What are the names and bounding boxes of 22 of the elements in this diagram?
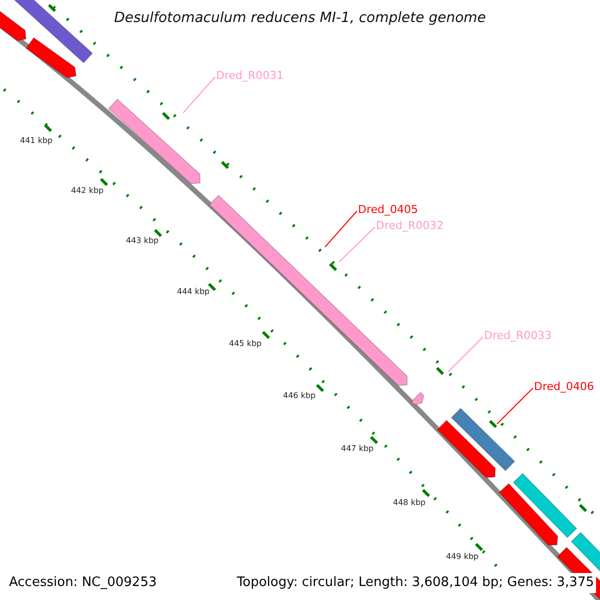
- tick-label: 443 kbp: [126, 236, 159, 246]
- gene-label: Dred_R0031: [216, 69, 284, 83]
- gene-label: Dred_R0033: [484, 329, 552, 343]
- gene-label: Dred_0405: [358, 203, 418, 217]
- accession-text: Accession: NC_009253: [9, 573, 157, 592]
- gene-label: Dred_R0032: [376, 219, 444, 233]
- tick-label: 446 kbp: [283, 391, 316, 401]
- gene-label: Dred_0406: [534, 380, 594, 394]
- tick-label: 444 kbp: [177, 287, 210, 297]
- leader-line: [448, 336, 484, 372]
- leader-line: [496, 388, 534, 424]
- tick-label: 447 kbp: [341, 444, 374, 454]
- tick-label: 449 kbp: [446, 552, 479, 562]
- genome-info-text: Topology: circular; Length: 3,608,104 bp; Genes: 3,375: [234, 573, 596, 592]
- tick-label: 448 kbp: [393, 498, 426, 508]
- leader-line: [338, 226, 376, 262]
- tick-label: 442 kbp: [71, 186, 104, 196]
- diagram-title: Desulfotomaculum reducens MI-1, complete genome: [113, 9, 487, 28]
- leader-line: [182, 76, 216, 114]
- leader-line: [324, 210, 358, 248]
- tick-label: 441 kbp: [20, 136, 53, 146]
- tick-label: 445 kbp: [229, 339, 262, 349]
